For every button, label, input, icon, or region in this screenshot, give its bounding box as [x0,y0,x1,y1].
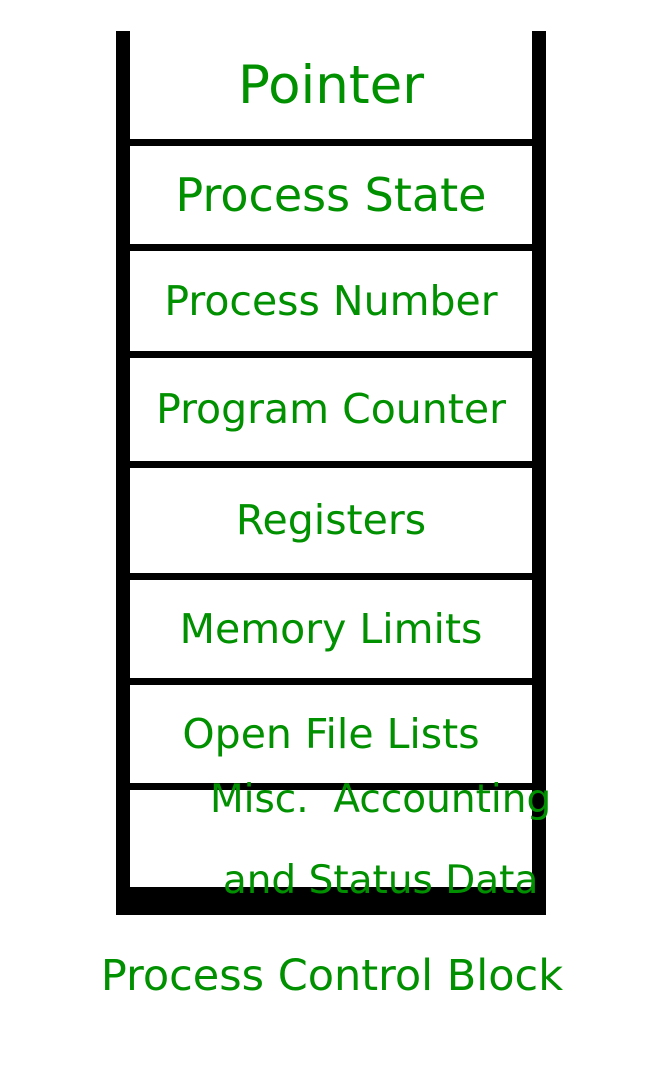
figure-caption: Process Control Block [100,951,564,1001]
pcb-field-label-misc-accounting-line1: Misc. Accounting [209,776,552,822]
pcb-field-label-open-file-lists: Open File Lists [182,709,480,758]
pcb-field-label-registers: Registers [235,496,427,544]
pcb-field-open-file-lists: Open File Lists [130,685,532,783]
pcb-field-label-misc-accounting: Misc. Accounting and Status Data [111,739,551,942]
pcb-field-memory-limits: Memory Limits [130,580,532,678]
pcb-field-label-pointer: Pointer [238,54,424,116]
pcb-table: Pointer Process State Process Number Pro… [116,31,551,915]
pcb-field-label-program-counter: Program Counter [156,385,506,433]
pcb-field-pointer: Pointer [130,31,532,139]
pcb-field-label-process-number: Process Number [164,276,498,325]
pcb-field-process-number: Process Number [130,251,532,351]
pcb-field-registers: Registers [130,468,532,573]
pcb-field-process-state: Process State [130,146,532,244]
pcb-field-misc-accounting: Misc. Accounting and Status Data [130,779,551,901]
pcb-field-label-memory-limits: Memory Limits [179,604,483,653]
pcb-field-label-process-state: Process State [175,168,487,222]
pcb-field-program-counter: Program Counter [130,358,532,461]
pcb-field-label-misc-accounting-line2: and Status Data [222,857,539,903]
